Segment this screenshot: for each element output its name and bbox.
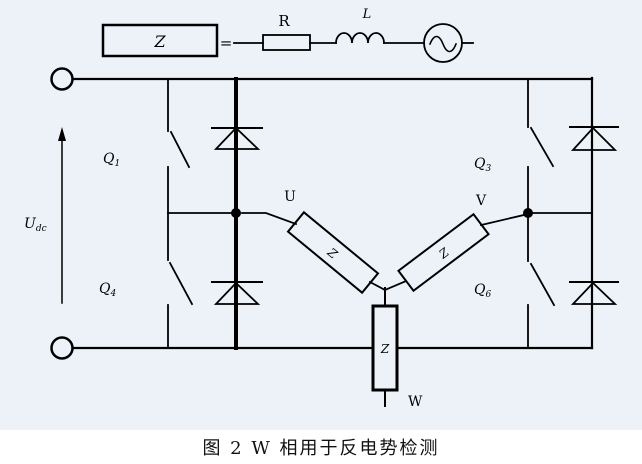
diode-upper-left (211, 126, 263, 150)
leg-phase-v: Q3 Q6 (474, 78, 619, 349)
switch-q4 (167, 261, 194, 349)
switch-q4-label: Q4 (99, 281, 116, 299)
wire (383, 279, 408, 292)
phase-w-label: W (408, 394, 423, 410)
dc-voltage-indicator: Udc (24, 127, 66, 304)
impedance-definition: Z = R L (101, 7, 474, 63)
wire-phase-u (241, 212, 298, 226)
switch-q1-label: Q1 (103, 151, 120, 169)
winding-w: Z (371, 304, 399, 392)
motor-windings: U V Z Z Z W (241, 189, 526, 410)
dc-voltage-label: Udc (24, 216, 47, 234)
junction-dot (231, 208, 241, 218)
junction-dot (523, 208, 533, 218)
diagram-background (0, 0, 642, 430)
winding-w-label: Z (380, 342, 390, 356)
circuit-diagram: Z = R L Udc (0, 0, 642, 430)
phase-u-label: U (284, 189, 296, 205)
phase-v-label: V (475, 193, 487, 209)
switch-q3-label: Q3 (474, 156, 491, 174)
diode-upper-right (569, 126, 619, 151)
impedance-symbol-box (101, 23, 219, 58)
switch-blade (529, 262, 556, 307)
arrow-up-icon (58, 127, 66, 141)
switch-blade (169, 130, 191, 169)
sine-wave-icon (428, 35, 458, 53)
switch-blade (529, 126, 555, 168)
switch-q6 (527, 262, 556, 349)
leg-phase-u: Q1 Q4 (99, 78, 263, 349)
switch-q6-label: Q6 (474, 282, 491, 300)
diode-lower-right (569, 281, 619, 305)
resistor-label: R (278, 12, 290, 30)
wire (368, 280, 387, 292)
diode-lower-left (211, 281, 263, 305)
impedance-symbol-label: Z (153, 32, 166, 51)
inductor-symbol (335, 32, 385, 44)
wire-phase-v (479, 213, 526, 227)
figure-caption: 图 2 W 相用于反电势检测 (0, 430, 642, 464)
equals-sign: = (220, 34, 233, 52)
switch-blade (168, 261, 194, 306)
inductor-label: L (362, 7, 372, 22)
